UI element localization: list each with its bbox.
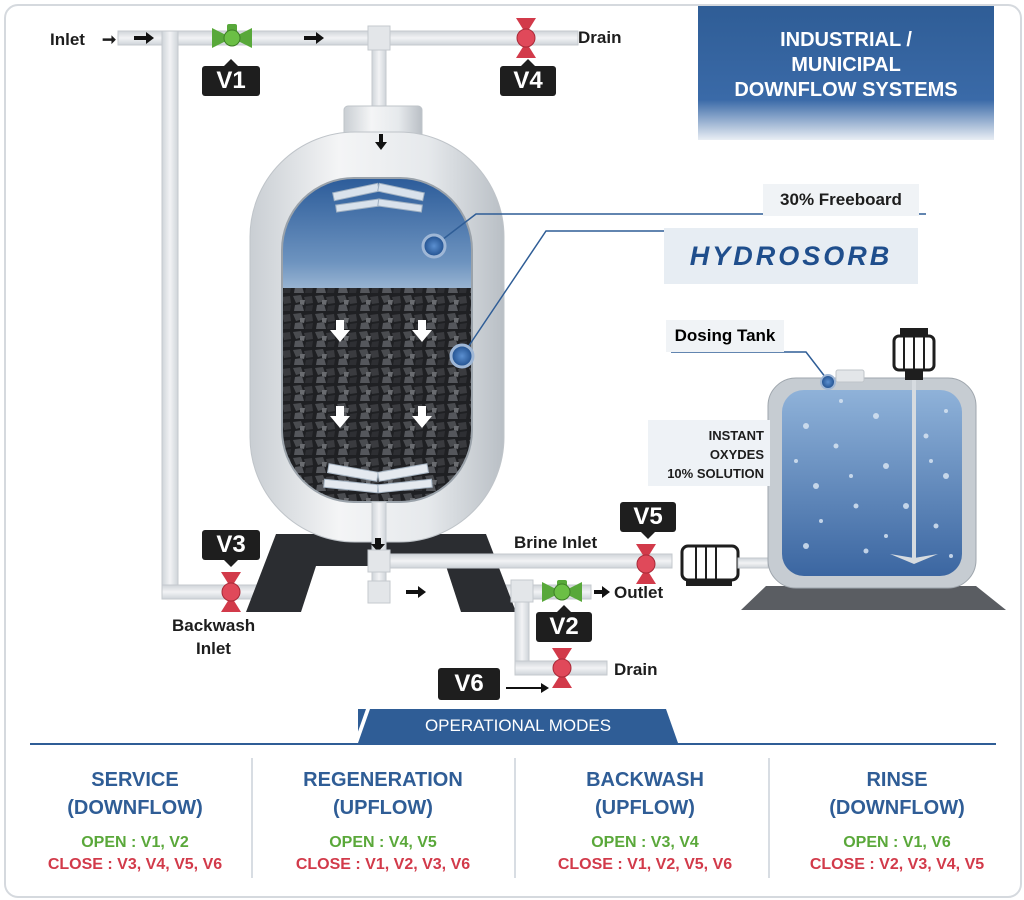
valve-tag-v3: V3: [202, 530, 260, 567]
mode-open-valves: OPEN : V1, V2: [81, 834, 189, 851]
mode-flow: (UPFLOW): [333, 797, 433, 819]
valve-v1-icon: [212, 24, 252, 48]
brine-inlet-label: Brine Inlet: [514, 533, 598, 552]
mode-open-valves: OPEN : V4, V5: [329, 834, 437, 851]
valve-v3-icon: [221, 572, 241, 612]
bottom-collector: [323, 463, 433, 494]
mode-open-valves: OPEN : V1, V6: [843, 834, 951, 851]
mode-separator: [251, 758, 253, 878]
valve-v2-icon: [542, 580, 582, 602]
mixer-motor-icon: [890, 328, 938, 564]
operational-modes-title: OPERATIONAL MODES: [424, 716, 612, 735]
inlet-pipe: [117, 30, 579, 46]
backwash-inlet-label-line2: Inlet: [196, 639, 231, 658]
mode-regeneration: REGENERATION (UPFLOW) OPEN : V4, V5 CLOS…: [256, 766, 510, 876]
valve-v5-icon: [636, 544, 656, 584]
mode-close-valves: CLOSE : V1, V2, V5, V6: [557, 856, 733, 873]
mode-separator: [514, 758, 516, 878]
title-line-1: INDUSTRIAL /: [780, 29, 912, 51]
hydrosorb-logo: HYDROSORB: [664, 228, 918, 284]
solution-label: INSTANT OXYDES 10% SOLUTION: [648, 420, 770, 486]
backwash-inlet-label-line1: Backwash: [172, 616, 256, 635]
valve-tag-v4: V4: [500, 59, 556, 96]
title-line-2: MUNICIPAL: [791, 54, 901, 76]
valve-tag-v5: V5: [620, 502, 676, 539]
mode-name: RINSE: [866, 769, 928, 791]
solution-line-1: INSTANT: [708, 428, 764, 443]
mode-open-valves: OPEN : V3, V4: [591, 834, 699, 851]
process-diagram: [117, 18, 1006, 693]
mode-name: BACKWASH: [586, 769, 704, 791]
solution-line-2: OXYDES: [709, 447, 764, 462]
solution-line-3: 10% SOLUTION: [667, 466, 764, 481]
backwash-vertical-pipe: [161, 30, 179, 600]
valve-tag-v1: V1: [202, 59, 260, 96]
outlet-label: Outlet: [614, 583, 664, 602]
dosing-tank-base: [741, 586, 1006, 610]
mode-separator: [768, 758, 770, 878]
mode-close-valves: CLOSE : V2, V3, V4, V5: [809, 856, 985, 873]
mode-close-valves: CLOSE : V1, V2, V3, V6: [295, 856, 471, 873]
mode-close-valves: CLOSE : V3, V4, V5, V6: [47, 856, 223, 873]
mode-name: SERVICE: [91, 769, 179, 791]
mode-flow: (DOWNFLOW): [829, 797, 965, 819]
mode-backwash: BACKWASH (UPFLOW) OPEN : V3, V4 CLOSE : …: [518, 766, 772, 876]
mode-flow: (UPFLOW): [595, 797, 695, 819]
mode-name: REGENERATION: [303, 769, 463, 791]
mode-rinse: RINSE (DOWNFLOW) OPEN : V1, V6 CLOSE : V…: [770, 766, 1020, 876]
valve-v4-icon: [516, 18, 536, 58]
inlet-arrow-icon: ➞: [102, 30, 117, 49]
pipe-arrows: [134, 32, 549, 693]
brine-pipe: [371, 553, 673, 569]
top-distributor: [332, 182, 425, 213]
dosing-pump-icon: [680, 544, 769, 586]
bubbles: [794, 399, 953, 558]
valve-tag-v6: V6: [438, 668, 500, 700]
dosing-tank-label: Dosing Tank: [666, 320, 784, 352]
inlet-label: Inlet: [50, 30, 85, 49]
media-bed: [282, 288, 472, 502]
flow-arrows: [330, 320, 432, 428]
valve-tag-v2: V2: [536, 605, 592, 642]
water-freeboard: [282, 178, 472, 290]
drain-bottom-label: Drain: [614, 660, 658, 679]
drain-top-label: Drain: [578, 28, 622, 47]
modes-divider: [30, 743, 996, 745]
mode-service: SERVICE (DOWNFLOW) OPEN : V1, V2 CLOSE :…: [8, 766, 262, 876]
modes-banner-shape: [358, 709, 678, 743]
mode-flow: (DOWNFLOW): [67, 797, 203, 819]
diagram-frame: Inlet ➞ Drain Brine Inlet Outlet Backwas…: [4, 4, 1022, 898]
valve-v6-icon: [552, 648, 572, 688]
freeboard-label: 30% Freeboard: [763, 184, 919, 216]
title-line-3: DOWNFLOW SYSTEMS: [734, 79, 958, 101]
system-title: INDUSTRIAL / MUNICIPAL DOWNFLOW SYSTEMS: [698, 6, 994, 140]
